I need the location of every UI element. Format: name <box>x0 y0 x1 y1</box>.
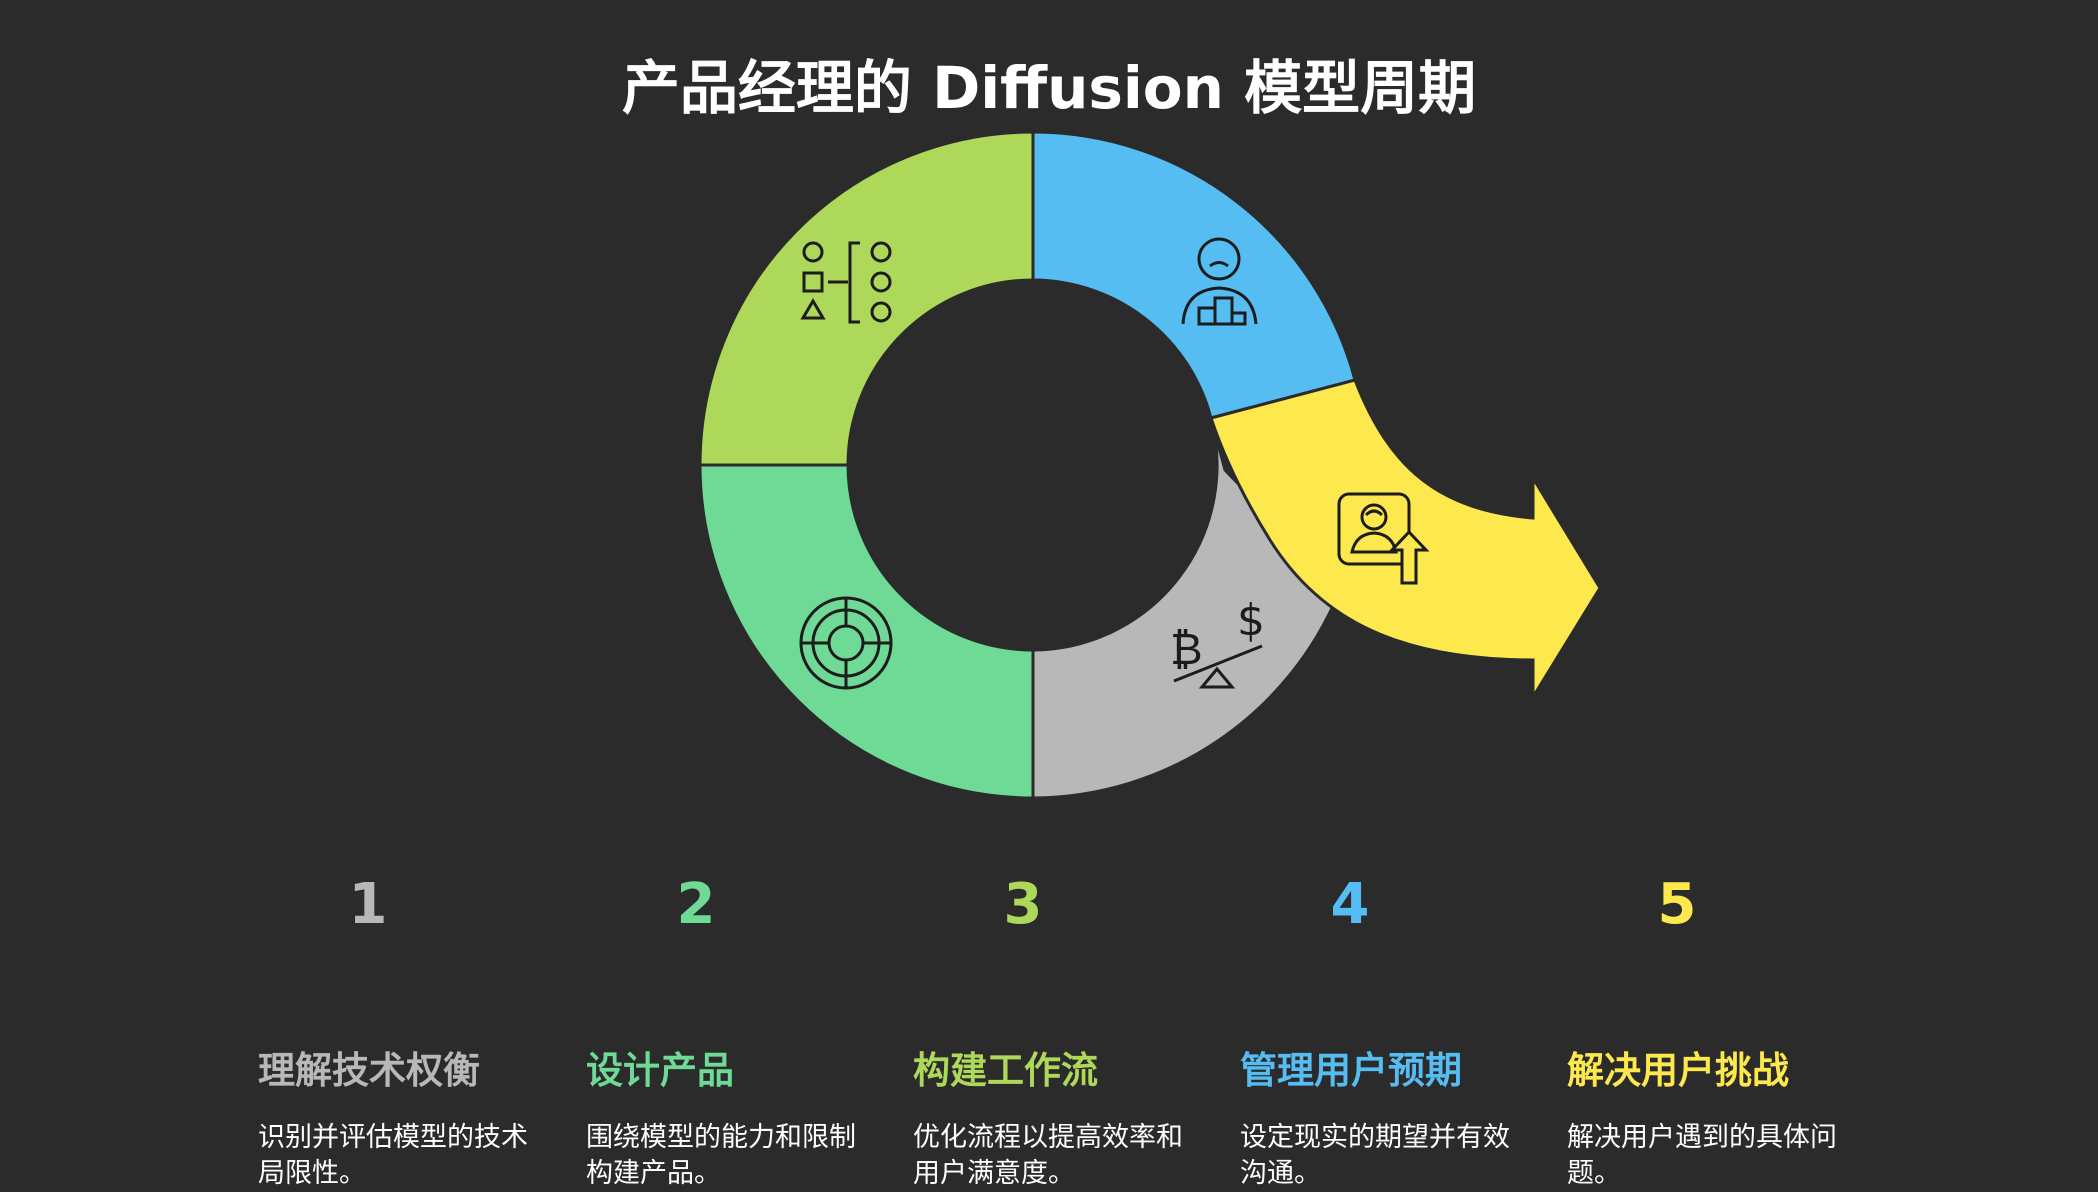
step-title: 设计产品 <box>586 1049 734 1092</box>
step-description: 设定现实的期望并有效沟通。 <box>1240 1122 1510 1189</box>
page-title: 产品经理的 Diffusion 模型周期 <box>621 54 1477 122</box>
segment-blue <box>1031 130 1357 420</box>
target-icon <box>799 596 893 690</box>
step-5: 5 解决用户挑战 解决用户遇到的具体问题。 <box>1567 870 1867 1192</box>
step-description: 解决用户遇到的具体问题。 <box>1567 1122 1837 1189</box>
step-title: 构建工作流 <box>913 1049 1098 1092</box>
segment-lime <box>698 130 1035 467</box>
step-2: 2 设计产品 围绕模型的能力和限制构建产品。 <box>586 870 886 1192</box>
shapes-flow-icon <box>800 241 892 324</box>
segment-green <box>698 463 1035 800</box>
balance-scale-currency-icon: ₿ $ <box>1170 595 1265 689</box>
step-3: 3 构建工作流 优化流程以提高效率和用户满意度。 <box>913 870 1213 1192</box>
svg-text:$: $ <box>1237 595 1265 646</box>
step-title: 解决用户挑战 <box>1567 1049 1789 1092</box>
step-1: 1 理解技术权衡 识别并评估模型的技术局限性。 <box>258 870 558 1192</box>
step-description: 识别并评估模型的技术局限性。 <box>258 1122 528 1189</box>
step-description: 优化流程以提高效率和用户满意度。 <box>913 1122 1183 1189</box>
step-number: 4 <box>1330 872 1370 937</box>
step-number: 2 <box>676 872 716 937</box>
user-podium-icon <box>1181 237 1258 326</box>
step-number: 1 <box>348 872 388 937</box>
step-4: 4 管理用户预期 设定现实的期望并有效沟通。 <box>1240 870 1540 1192</box>
step-title: 理解技术权衡 <box>258 1049 480 1092</box>
step-number: 3 <box>1003 872 1043 937</box>
user-upload-icon <box>1337 492 1430 585</box>
step-description: 围绕模型的能力和限制构建产品。 <box>586 1122 856 1189</box>
step-title: 管理用户预期 <box>1240 1049 1462 1092</box>
svg-text:₿: ₿ <box>1170 624 1203 675</box>
step-number: 5 <box>1657 872 1697 937</box>
